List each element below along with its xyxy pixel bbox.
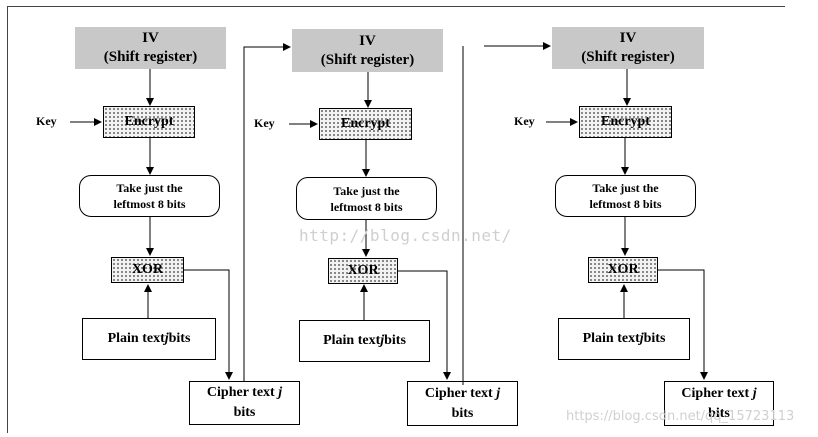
diagram-frame [7, 6, 785, 433]
cipher-text-box-2: Cipher text j bits [407, 381, 518, 426]
take-line2-2: leftmost 8 bits [330, 199, 403, 214]
arrow-xor-to-cipher-1 [184, 269, 233, 380]
take-line1-1: Take just the [116, 181, 183, 195]
take-line2-3: leftmost 8 bits [589, 197, 662, 211]
iv-shift-register-3: IV (Shift register) [552, 27, 704, 69]
plain-suffix-1: bits [168, 331, 191, 346]
key-label-1: Key [36, 114, 57, 128]
iv-subtitle-2: (Shift register) [320, 51, 415, 68]
plain-text-box-2: Plain text j bits [299, 320, 430, 362]
take-leftmost-box-1: Take just the leftmost 8 bits [79, 175, 220, 217]
plain-prefix-1: Plain text [107, 331, 165, 346]
take-leftmost-box-2: Take just the leftmost 8 bits [296, 177, 437, 220]
iv-title-2: IV [359, 32, 376, 49]
iv-title-1: IV [142, 30, 159, 46]
cipher-line2-1: bits [233, 405, 256, 420]
key-label-2: Key [254, 116, 275, 130]
plain-suffix-2: bits [384, 333, 406, 348]
xor-box-3: XOR [588, 257, 658, 283]
plain-text-box-3: Plain text j bits [558, 318, 690, 360]
cipher-text-box-3: Cipher text j bits [664, 381, 774, 426]
plain-prefix-2: Plain text [323, 333, 381, 348]
encrypt-box-1: Encrypt [103, 106, 195, 138]
plain-var-1: j [164, 331, 169, 346]
arrow-xor-to-cipher-2 [398, 270, 451, 380]
cipher-line2-2: bits [451, 405, 474, 421]
iv-title-3: IV [619, 30, 637, 46]
encrypt-box-2: Encrypt [319, 108, 412, 140]
cipher-line1-3: Cipher text j [681, 385, 757, 401]
plain-var-3: j [639, 331, 644, 346]
arrow-xor-to-cipher-3 [658, 269, 708, 380]
plain-prefix-3: Plain text [582, 331, 640, 346]
take-line1-3: Take just the [592, 181, 659, 195]
plain-text-box-1: Plain text j bits [82, 318, 216, 360]
cipher-line2-3: bits [708, 405, 730, 421]
watermark-center: http://blog.csdn.net/ [299, 226, 512, 245]
encrypt-box-3: Encrypt [579, 106, 672, 138]
arrow-cipher1-to-iv2 [243, 43, 291, 381]
cipher-line1-1: Cipher text j [206, 385, 283, 400]
xor-box-1: XOR [111, 257, 184, 283]
iv-shift-register-1: IV (Shift register) [75, 27, 226, 69]
take-leftmost-box-3: Take just the leftmost 8 bits [555, 175, 696, 217]
iv-shift-register-2: IV (Shift register) [292, 29, 443, 72]
watermark-corner: https://blog.csdn.net/qq_15723113 [566, 409, 795, 424]
take-line1-2: Take just the [333, 183, 400, 198]
take-line2-1: leftmost 8 bits [113, 197, 186, 211]
cipher-text-box-1: Cipher text j bits [189, 381, 300, 425]
xor-box-2: XOR [328, 258, 398, 284]
key-label-3: Key [514, 114, 535, 128]
plain-var-2: j [380, 333, 385, 348]
iv-subtitle-3: (Shift register) [581, 49, 675, 65]
cipher-line1-2: Cipher text j [424, 385, 501, 401]
plain-suffix-3: bits [643, 331, 666, 346]
iv-subtitle-1: (Shift register) [103, 49, 198, 65]
